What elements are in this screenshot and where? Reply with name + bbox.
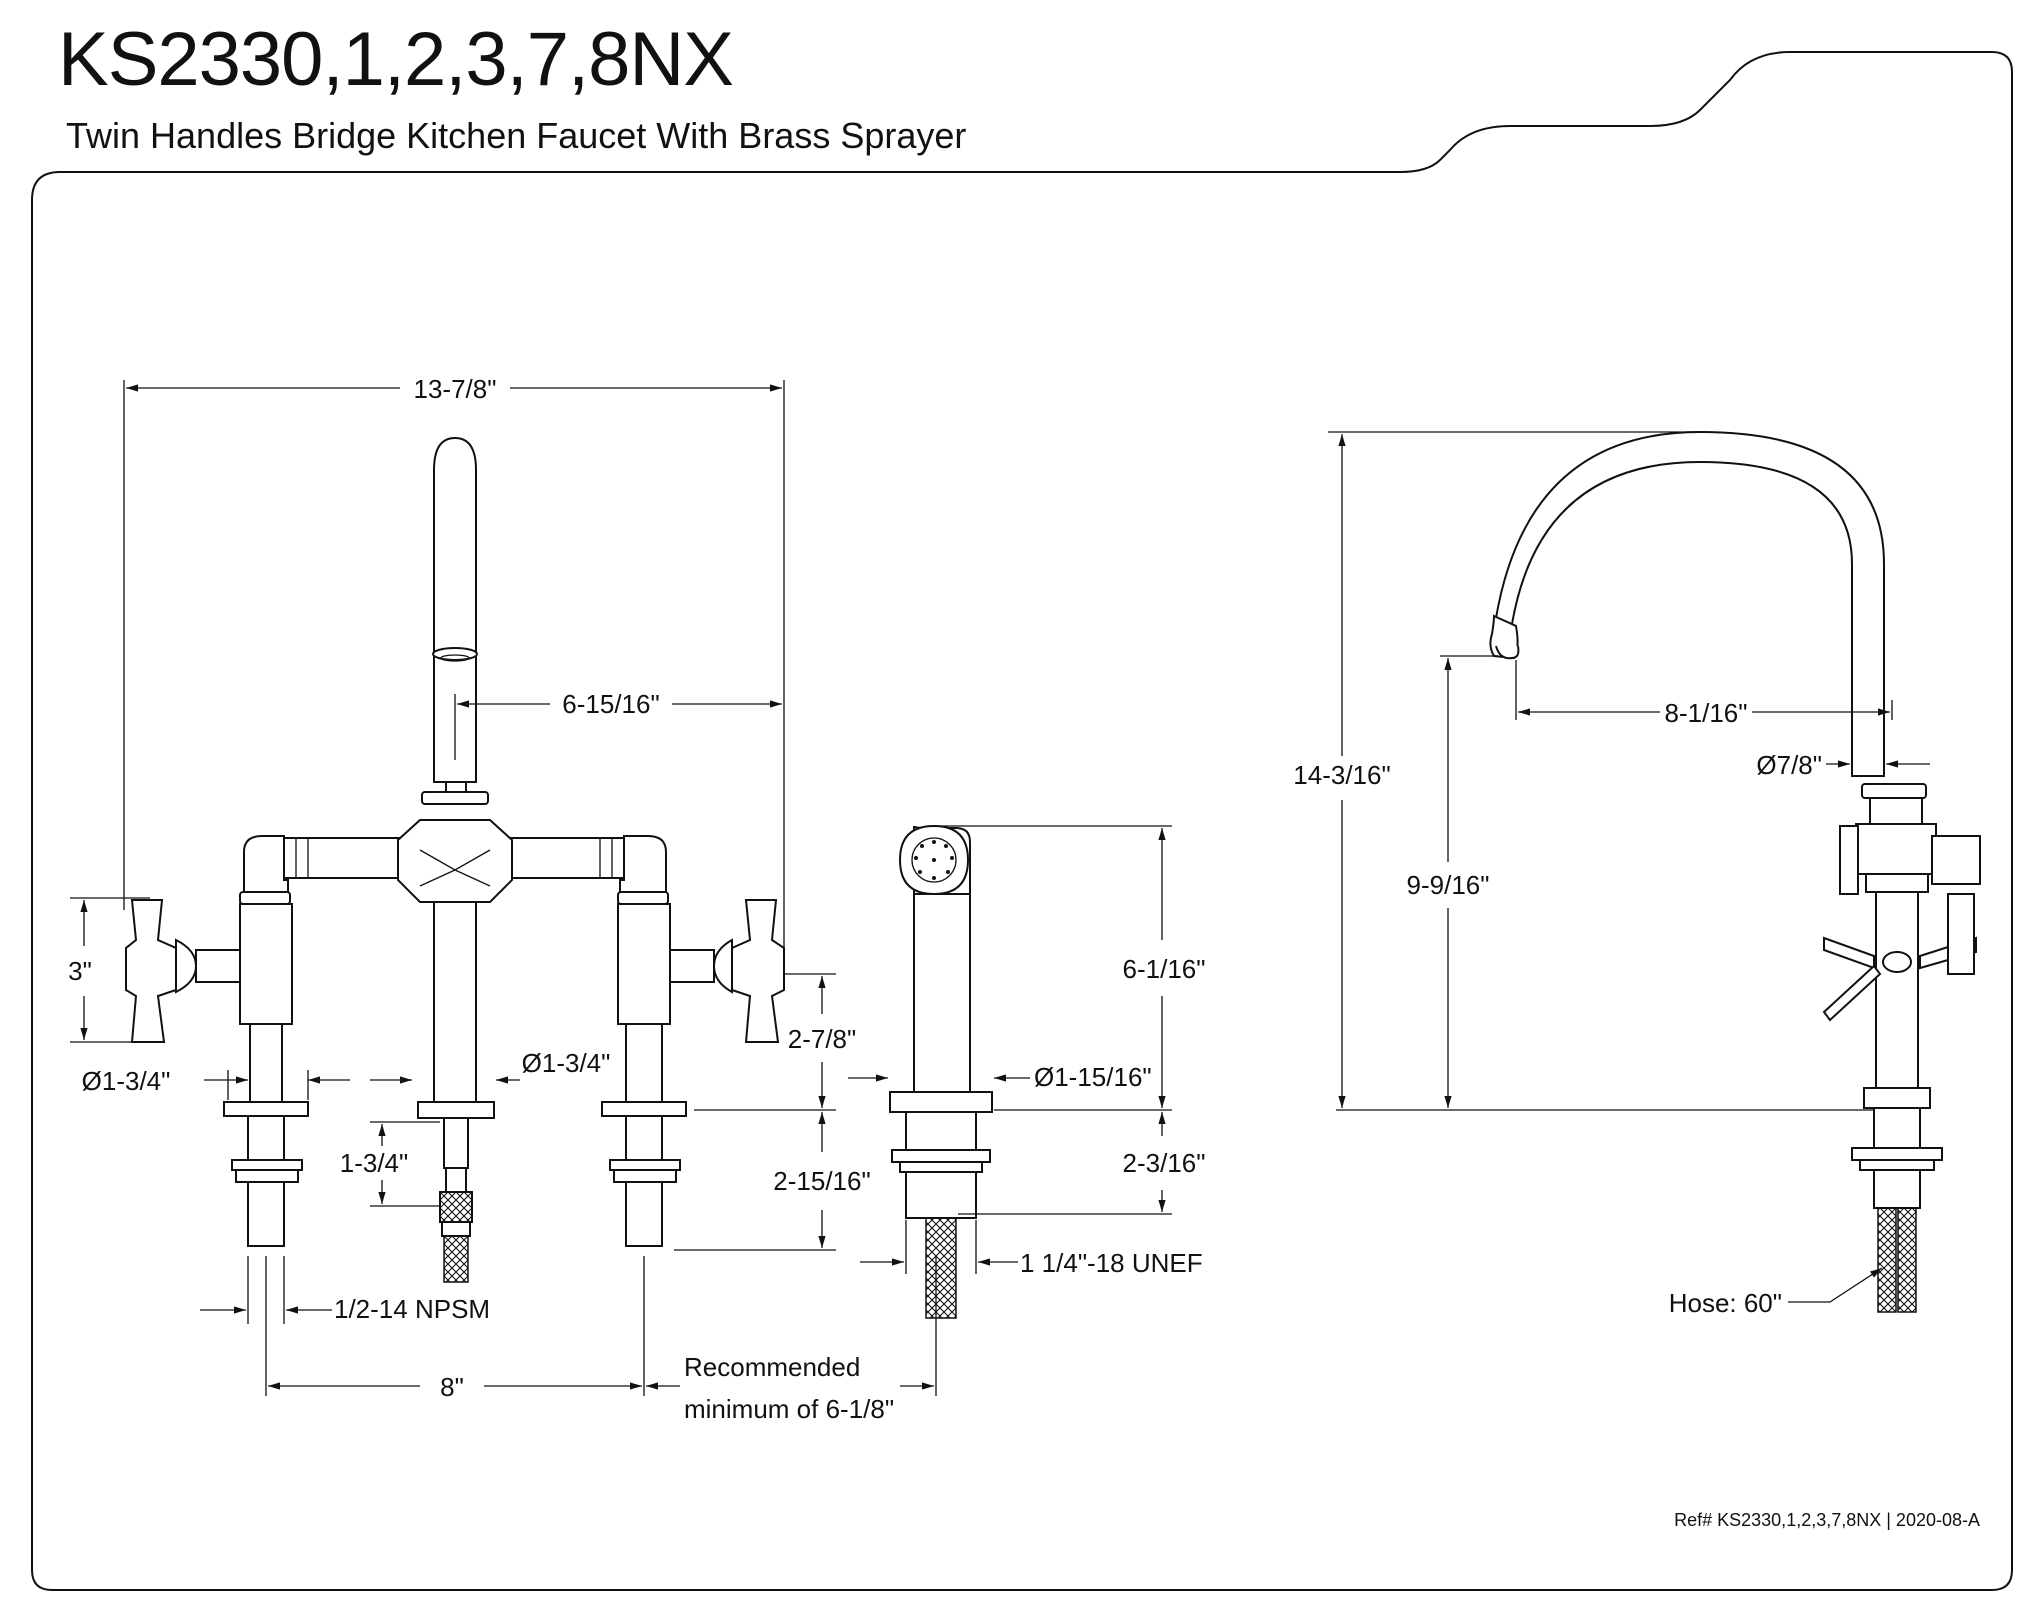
dim-spout-reach-side: 8-1/16" [1665, 698, 1748, 728]
front-dimension-lines [70, 380, 937, 1396]
dim-sprayer-shank: 2-3/16" [1123, 1148, 1206, 1178]
page-subtitle: Twin Handles Bridge Kitchen Faucet With … [66, 115, 967, 156]
sheet-border [31, 51, 2013, 1591]
dim-overall-width: 13-7/8" [414, 374, 497, 404]
faucet-side-view [1489, 430, 1981, 1313]
dimension-labels: 13-7/8" 6-15/16" 3" Ø1-3/4" Ø1-3/4" 1-3/… [68, 374, 1822, 1424]
dim-thread-valve: 1/2-14 NPSM [334, 1294, 490, 1324]
dim-center-spacing: 8" [440, 1372, 464, 1402]
reference-number: Ref# KS2330,1,2,3,7,8NX | 2020-08-A [1674, 1510, 1980, 1530]
dim-base-diameter-center: Ø1-3/4" [522, 1048, 611, 1078]
dim-shank-length-center: 1-3/4" [340, 1148, 409, 1178]
sprayer-nozzle-dots [914, 840, 954, 880]
dim-hose-length: Hose: 60" [1669, 1288, 1782, 1318]
sprayer-dimension-lines [848, 825, 1172, 1274]
side-dimension-lines [1328, 431, 1930, 1303]
dim-spout-height: 9-9/16" [1407, 870, 1490, 900]
dim-base-diameter-left: Ø1-3/4" [82, 1066, 171, 1096]
dim-sprayer-base-diameter: Ø1-15/16" [1034, 1062, 1152, 1092]
dim-shank-length: 2-15/16" [773, 1166, 870, 1196]
dim-sprayer-spacing-line2: minimum of 6-1/8" [684, 1394, 894, 1424]
dim-sprayer-spacing-line1: Recommended [684, 1352, 860, 1382]
page-title: KS2330,1,2,3,7,8NX [58, 17, 734, 102]
dim-sprayer-thread: 1 1/4"-18 UNEF [1020, 1248, 1203, 1278]
dim-overall-height: 14-3/16" [1293, 760, 1390, 790]
sprayer-drawing [889, 824, 993, 1319]
dim-sprayer-height: 6-1/16" [1123, 954, 1206, 984]
dim-handle-height: 3" [68, 956, 92, 986]
faucet-front-view [125, 436, 785, 1283]
dim-spout-diameter: Ø7/8" [1756, 750, 1822, 780]
dim-handle-to-deck: 2-7/8" [788, 1024, 857, 1054]
dim-spout-reach-front: 6-15/16" [562, 689, 659, 719]
